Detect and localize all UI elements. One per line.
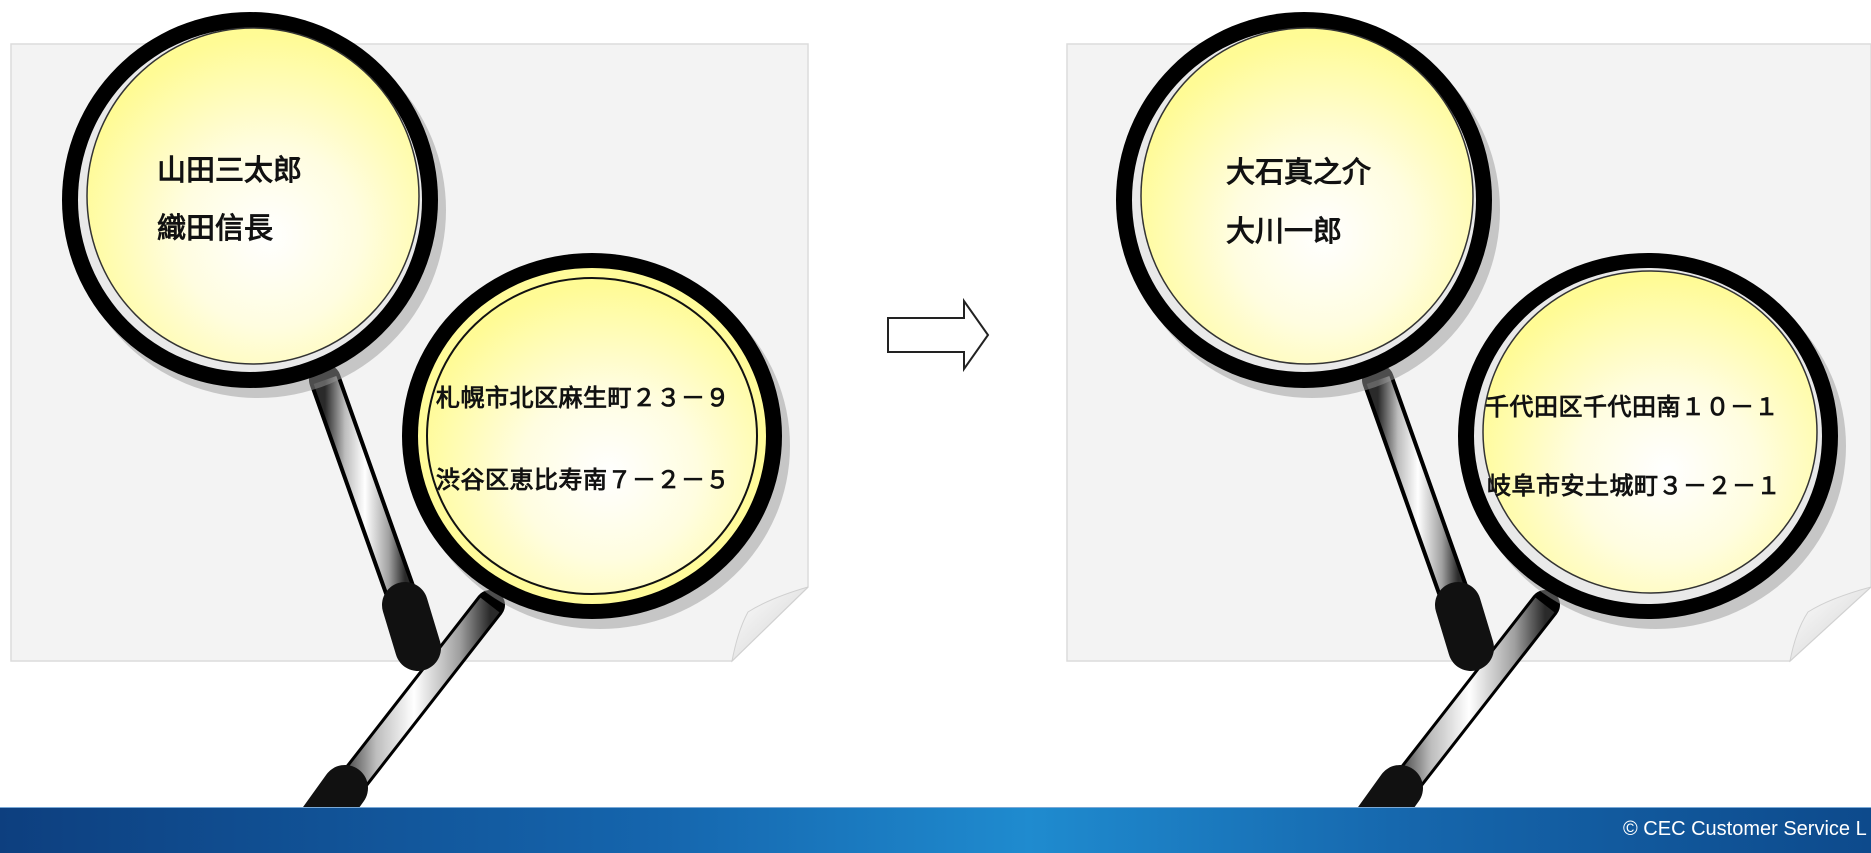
magnifying-glass-icon — [309, 364, 441, 671]
footer-bar — [0, 807, 1871, 853]
copyright-text: © CEC Customer Service L — [1623, 818, 1867, 840]
address-line-1: 千代田区千代田南１０－１ — [1485, 393, 1779, 421]
name-line-2: 織田信長 — [157, 211, 274, 245]
name-line-2: 大川一郎 — [1226, 214, 1343, 248]
name-lens-left — [62, 12, 446, 398]
address-line-1: 札幌市北区麻生町２３－９ — [436, 384, 730, 412]
name-line-1: 大石真之介 — [1226, 155, 1372, 189]
name-line-1: 山田三太郎 — [157, 153, 303, 187]
address-lens-left — [402, 253, 790, 629]
address-line-2: 渋谷区恵比寿南７－２－５ — [436, 466, 730, 494]
address-line-2: 岐阜市安土城町３－２－１ — [1487, 472, 1781, 500]
right-arrow-icon — [887, 297, 990, 373]
magnifying-glass-icon — [1362, 364, 1494, 671]
name-lens-right — [1116, 12, 1500, 398]
address-lens-right — [1458, 253, 1846, 629]
